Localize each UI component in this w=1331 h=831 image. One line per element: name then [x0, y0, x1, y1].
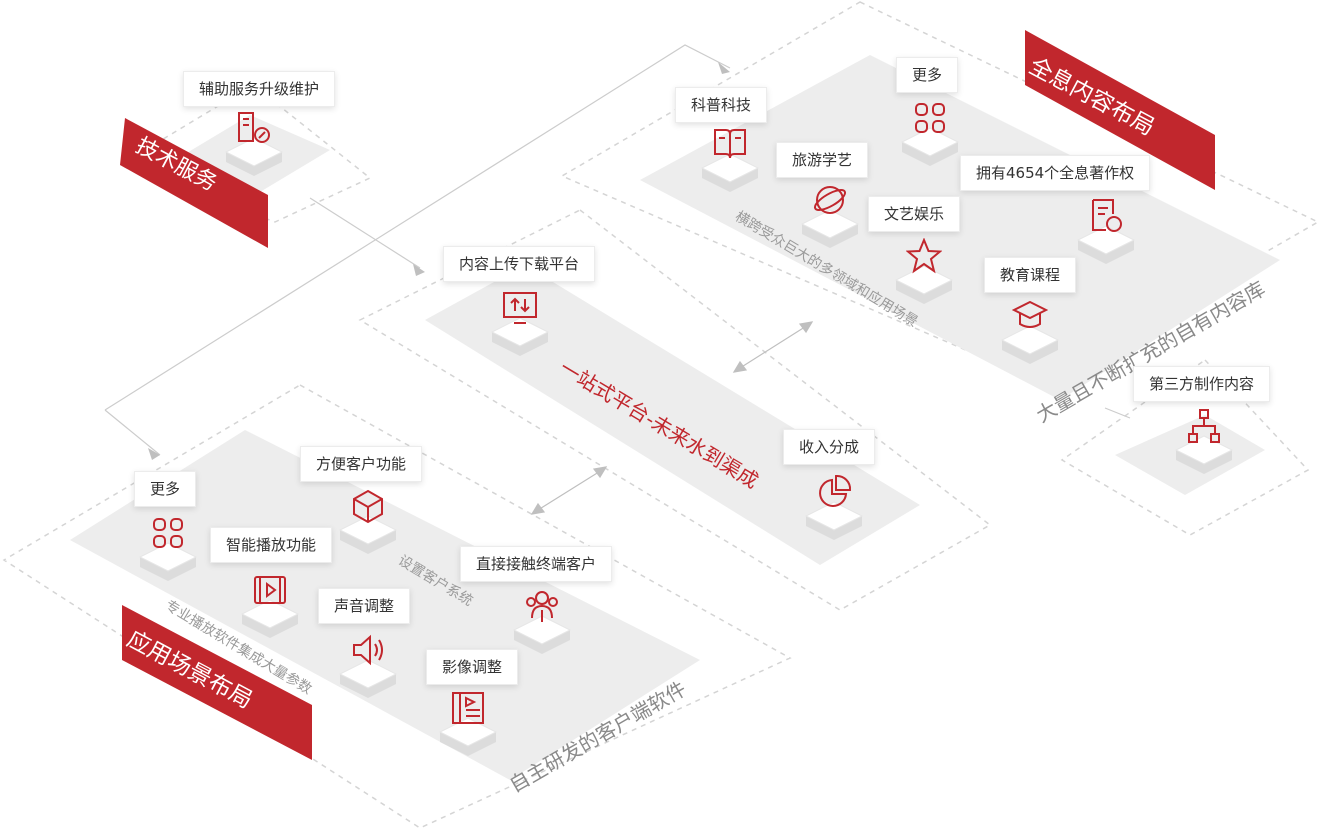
- section-tags: [120, 30, 1215, 760]
- label-education: 教育课程: [984, 257, 1077, 293]
- frame-platform: [358, 209, 992, 611]
- icon-pedestal: [138, 542, 198, 572]
- star-icon: [906, 238, 942, 274]
- label-direct-contact: 直接接触终端客户: [460, 546, 613, 582]
- video-edit-icon: [452, 692, 484, 724]
- frame-tech: [118, 84, 372, 223]
- icon-pedestal-side: [1002, 340, 1058, 364]
- label-more-top: 更多: [896, 57, 959, 93]
- icon-pedestal-side: [1176, 450, 1232, 474]
- icon-pedestal: [338, 659, 398, 689]
- label-revenue-share: 收入分成: [783, 429, 876, 465]
- label-copyright: 拥有4654个全息著作权: [960, 155, 1151, 191]
- icon-pedestal-side: [492, 332, 548, 356]
- book-icon: [714, 129, 746, 159]
- icon-pedestal-side: [340, 530, 396, 554]
- grid-icon: [915, 103, 945, 133]
- label-video-adjust: 影像调整: [426, 649, 519, 685]
- upload-download-icon: [503, 292, 537, 324]
- icon-pedestal-side: [340, 674, 396, 698]
- icon-pedestal-side: [226, 152, 282, 176]
- icon-pedestal: [1000, 325, 1060, 355]
- icon-pedestal: [224, 137, 284, 167]
- server-wrench-icon: [238, 112, 270, 143]
- icon-pedestal-side: [440, 732, 496, 756]
- icon-pedestal: [804, 501, 864, 531]
- pie-chart-icon: [819, 474, 852, 507]
- label-third-party: 第三方制作内容: [1133, 366, 1271, 402]
- icon-pedestal: [700, 153, 760, 183]
- frame-third: [1060, 359, 1310, 536]
- label-travel-art: 旅游学艺: [776, 142, 869, 178]
- icon-pedestal-side: [802, 224, 858, 248]
- icon-pedestal: [338, 515, 398, 545]
- icon-pedestal: [512, 615, 572, 645]
- frame-app: [2, 384, 792, 829]
- icon-pedestal-side: [902, 142, 958, 166]
- people-icon: [526, 591, 558, 622]
- label-culture-ent: 文艺娱乐: [868, 196, 961, 232]
- graduation-cap-icon: [1012, 300, 1048, 328]
- planet-icon: [813, 186, 847, 214]
- label-sci-tech: 科普科技: [675, 87, 768, 123]
- certificate-icon: [1092, 199, 1122, 232]
- icon-pedestal: [438, 717, 498, 747]
- label-sound-adjust: 声音调整: [318, 588, 411, 624]
- label-more-bottom: 更多: [134, 471, 197, 507]
- icon-pedestal-side: [514, 630, 570, 654]
- video-play-icon: [254, 576, 286, 604]
- label-smart-play: 智能播放功能: [210, 527, 333, 563]
- grid-icon: [153, 518, 183, 548]
- icon-pedestal: [1076, 225, 1136, 255]
- cube-icon: [353, 489, 383, 524]
- icon-pedestal: [894, 265, 954, 295]
- label-aux-service: 辅助服务升级维护: [183, 71, 336, 107]
- icon-pedestal: [490, 317, 550, 347]
- speaker-icon: [353, 634, 383, 666]
- icon-pedestal-side: [242, 614, 298, 638]
- icon-pedestal-side: [896, 280, 952, 304]
- icon-pedestal: [800, 209, 860, 239]
- icon-pedestal-side: [806, 516, 862, 540]
- icon-pedestal-side: [140, 557, 196, 581]
- icon-pedestal: [240, 599, 300, 629]
- icon-pedestal-side: [702, 168, 758, 192]
- org-chart-icon: [1188, 409, 1220, 443]
- label-convenient-func: 方便客户功能: [300, 446, 423, 482]
- frame-content: [560, 1, 1320, 383]
- icon-pedestal: [900, 127, 960, 157]
- icon-pedestal-side: [1078, 240, 1134, 264]
- label-upload-platform: 内容上传下载平台: [443, 246, 596, 282]
